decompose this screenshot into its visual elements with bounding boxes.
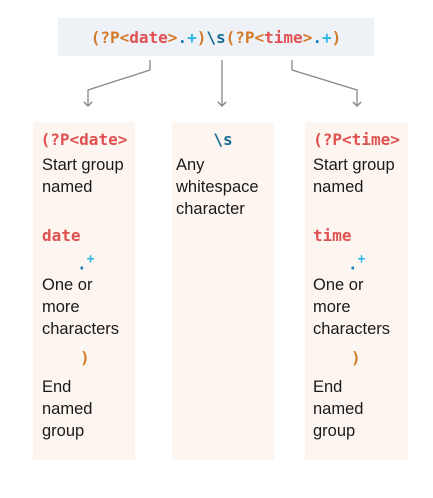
time-head-suffix: > bbox=[390, 130, 400, 149]
column-date-group: (?P<date> Start group named date .+ One … bbox=[33, 122, 135, 460]
time-dot: . bbox=[348, 254, 358, 274]
column-date-head: (?P<date> bbox=[33, 130, 135, 149]
regex-plus-date: + bbox=[187, 27, 197, 47]
date-start-text: Start group named bbox=[42, 156, 124, 196]
time-head-name: time bbox=[351, 130, 391, 149]
date-dot: . bbox=[77, 254, 87, 274]
time-dot-plus: .+ bbox=[348, 252, 365, 273]
regex-name-date: date bbox=[129, 27, 168, 47]
date-plus: + bbox=[86, 252, 95, 267]
date-head-prefix: (?P< bbox=[40, 130, 80, 149]
date-end-text: End named group bbox=[42, 378, 93, 440]
date-chars-text: One or more characters bbox=[42, 276, 120, 338]
time-start-text: Start group named bbox=[313, 156, 395, 196]
date-close-paren: ) bbox=[80, 348, 90, 367]
regex-close-time: > bbox=[302, 27, 313, 47]
column-time-group: (?P<time> Start group named time .+ One … bbox=[305, 122, 408, 460]
time-end-text: End named group bbox=[313, 378, 364, 440]
date-head-name: date bbox=[79, 130, 118, 149]
column-whitespace-head: \s bbox=[213, 130, 233, 149]
regex-end-time: ) bbox=[331, 27, 342, 47]
regex-open-date: (?P< bbox=[90, 27, 130, 47]
whitespace-desc: Any whitespace character bbox=[176, 156, 259, 218]
date-dot-plus: .+ bbox=[77, 252, 94, 273]
regex-name-time: time bbox=[264, 27, 303, 47]
time-close-paren: ) bbox=[351, 348, 361, 367]
connector-date bbox=[83, 60, 151, 108]
regex-whitespace: \s bbox=[206, 27, 226, 47]
connector-time bbox=[291, 60, 362, 108]
regex-end-date: ) bbox=[196, 27, 207, 47]
date-head-suffix: > bbox=[117, 130, 128, 149]
time-plus: + bbox=[357, 252, 366, 267]
date-group-name: date bbox=[42, 226, 81, 245]
regex-pattern: (?P<date>.+)\s(?P<time>.+) bbox=[58, 18, 374, 56]
time-chars-text: One or more characters bbox=[313, 276, 391, 338]
regex-plus-time: + bbox=[321, 27, 332, 47]
time-head-prefix: (?P< bbox=[313, 130, 352, 149]
regex-dot-time: . bbox=[312, 27, 322, 47]
column-time-head: (?P<time> bbox=[305, 130, 408, 149]
time-group-name: time bbox=[313, 226, 352, 245]
column-whitespace: \s Any whitespace character bbox=[172, 122, 274, 460]
regex-dot-date: . bbox=[177, 27, 188, 47]
regex-close-date: > bbox=[167, 27, 178, 47]
regex-open-time: (?P< bbox=[225, 27, 265, 47]
